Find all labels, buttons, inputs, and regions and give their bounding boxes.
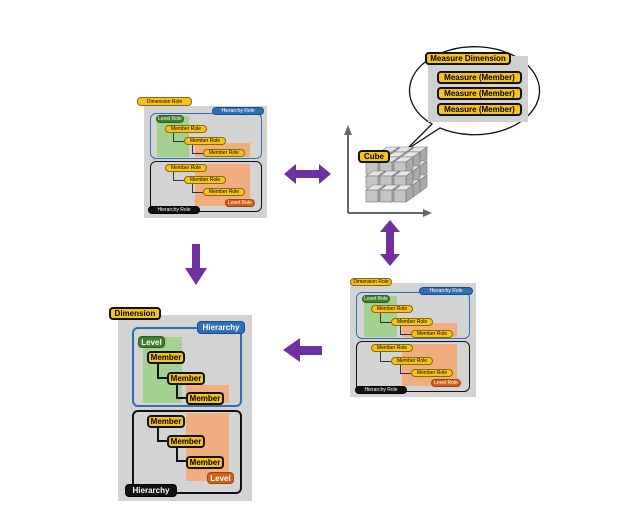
member-5: Member (167, 435, 205, 448)
connector (380, 352, 381, 361)
hierarchy-role-label: Hierarchy Role (212, 107, 264, 115)
hierarchy-role-bottom-label: Hierarchy Role (355, 386, 407, 394)
connector (157, 364, 159, 379)
level-role-label: Level Role (156, 115, 184, 123)
connector (173, 180, 184, 181)
connector (380, 361, 391, 362)
connector (157, 440, 168, 442)
level-role-orange: Level Role (431, 379, 461, 387)
arrow-down (185, 244, 207, 285)
member-1: Member (147, 351, 185, 364)
double-arrow-horizontal (284, 164, 331, 184)
member-role-1: Member Role (165, 125, 207, 133)
double-arrow-vertical (380, 220, 400, 266)
dimension-label: Dimension (109, 307, 161, 320)
member-role-5: Member Role (391, 357, 433, 365)
connector (176, 397, 187, 399)
member-role-4: Member Role (165, 164, 207, 172)
connector (192, 192, 203, 193)
level-role-orange: Level Role (225, 199, 255, 207)
hierarchy-bottom-label: Hierarchy (125, 484, 177, 497)
dimension-role-label: Dimension Role (137, 97, 192, 106)
x-axis-arrow (423, 209, 432, 217)
connector (176, 385, 178, 399)
level-label-orange: Level (207, 472, 234, 484)
hierarchy-role-bottom-label: Hierarchy Role (148, 206, 200, 214)
connector (400, 373, 411, 374)
member-role-2: Member Role (184, 137, 226, 145)
connector (380, 322, 391, 323)
hierarchy-role-box (356, 292, 470, 339)
measure-member-3: Measure (Member) (437, 103, 522, 116)
member-6: Member (186, 456, 224, 469)
measure-member-1: Measure (Member) (437, 71, 522, 84)
member-role-6: Member Role (203, 188, 245, 196)
hierarchy-role-box-2 (356, 341, 470, 392)
member-role-3: Member Role (411, 330, 453, 338)
cube-block-front (379, 189, 393, 203)
member-3: Member (186, 392, 224, 405)
member-role-2: Member Role (391, 318, 433, 326)
dimension-role-label: Dimension Role (350, 278, 392, 286)
hierarchy-box-2 (132, 410, 242, 494)
measure-member-2: Measure (Member) (437, 87, 522, 100)
connector (192, 153, 203, 154)
cube-block-front (393, 189, 407, 203)
hierarchy-box (132, 327, 242, 407)
y-axis-arrow (344, 125, 352, 135)
member-4: Member (147, 415, 185, 428)
hierarchy-role-box-2 (150, 161, 262, 212)
member-2: Member (167, 372, 205, 385)
member-role-6: Member Role (411, 369, 453, 377)
hierarchy-role-box (150, 113, 262, 159)
connector (173, 172, 174, 180)
level-label: Level (138, 336, 165, 348)
cube-blocks (365, 146, 428, 203)
level-zone (143, 337, 182, 403)
hierarchy-label: Hierarchy (197, 321, 245, 334)
connector (400, 326, 401, 334)
connector (400, 365, 401, 373)
connector (192, 145, 193, 153)
cube-label: Cube (358, 150, 390, 163)
connector (192, 184, 193, 192)
connector (173, 141, 184, 142)
connector (157, 377, 168, 379)
member-role-4: Member Role (371, 344, 413, 352)
connector (176, 460, 187, 462)
connector (173, 133, 174, 141)
member-role-3: Member Role (203, 149, 245, 157)
arrow-left (283, 338, 322, 362)
connector (157, 428, 159, 442)
measure-dimension-label: Measure Dimension (425, 52, 511, 65)
cube-block-front (365, 189, 379, 203)
level-role-label: Level Role (362, 295, 390, 303)
member-role-1: Member Role (371, 305, 413, 313)
connector (380, 313, 381, 322)
member-role-5: Member Role (184, 176, 226, 184)
connector (400, 334, 411, 335)
connector (176, 448, 178, 462)
hierarchy-role-label: Hierarchy Role (419, 287, 473, 295)
